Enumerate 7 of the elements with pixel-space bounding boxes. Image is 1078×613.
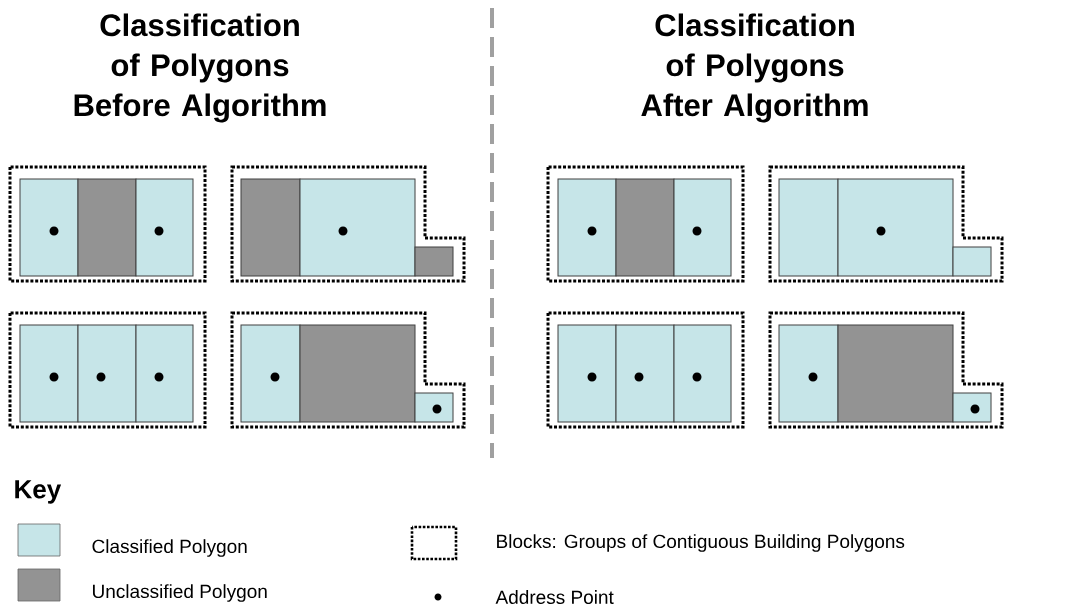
key-heading: Key [15, 480, 62, 504]
heading: Classification of Polygons After Algorithm [641, 13, 868, 123]
legend-label: Blocks: Groups of Contiguous Building Polygons [497, 534, 905, 552]
heading: Classification of Polygons Before Algorithm [74, 13, 326, 123]
legend-label: Classified Polygon [92, 539, 247, 557]
legend-label: Address Point [495, 590, 614, 604]
legend-label: Unclassified Polygon [93, 584, 267, 602]
